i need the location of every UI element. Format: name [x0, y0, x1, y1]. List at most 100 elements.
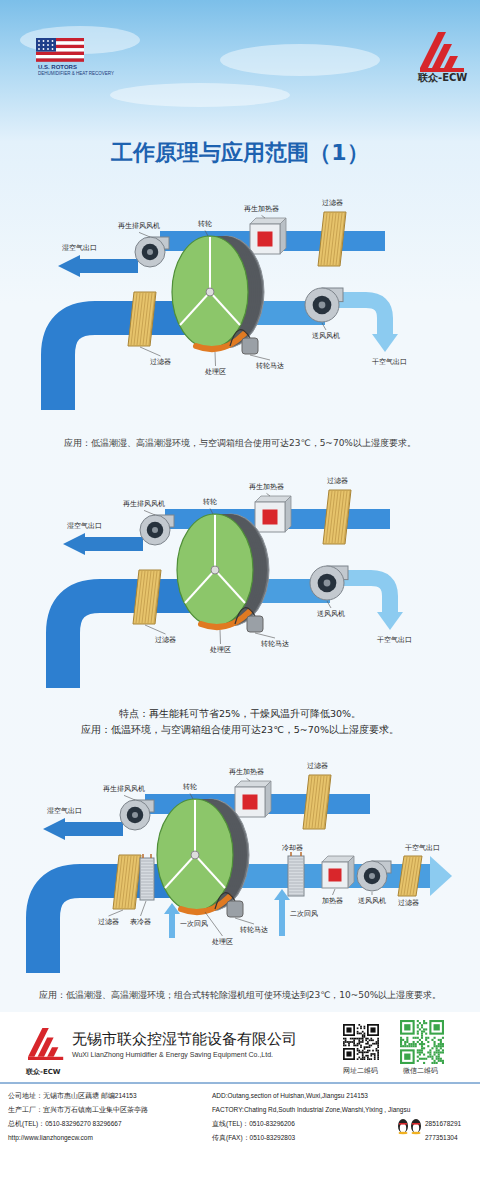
qr-module — [417, 1056, 419, 1058]
inlet-label: 二次回风 — [290, 910, 318, 918]
qr-module — [343, 1045, 345, 1047]
qr-module — [413, 1045, 415, 1047]
filter-frame — [318, 212, 346, 266]
qr-module — [442, 1062, 444, 1064]
qr-module — [421, 1035, 423, 1037]
process-zone-arc — [181, 897, 229, 912]
qr-module — [417, 1030, 419, 1032]
qr-module — [355, 1038, 357, 1040]
qr-module — [434, 1045, 436, 1047]
return-air-stem — [169, 914, 175, 938]
qr-module — [404, 1043, 406, 1045]
qr-module — [419, 1022, 421, 1024]
qr-module — [406, 1037, 408, 1039]
filter-pleat — [332, 491, 338, 543]
outlet-label: 干空气出口 — [372, 358, 407, 366]
qr-module — [419, 1051, 421, 1053]
filter-pleat — [321, 776, 327, 828]
fan-symbol — [357, 861, 391, 891]
filter-pleat — [137, 293, 143, 345]
qr-module — [365, 1055, 367, 1057]
coil-fin — [289, 862, 303, 863]
qr-module — [377, 1038, 379, 1040]
leader-line — [255, 633, 275, 638]
qr-module — [353, 1039, 355, 1041]
qr-module — [343, 1041, 345, 1043]
qr-module — [362, 1031, 364, 1033]
qr-module — [423, 1054, 425, 1056]
rotor-sector — [210, 292, 240, 325]
flag-star — [38, 48, 40, 50]
qr-module — [406, 1045, 408, 1047]
qr-module — [350, 1038, 352, 1040]
rotor-sector — [185, 570, 215, 603]
rotor-unit — [63, 490, 403, 688]
qr-module — [364, 1026, 366, 1028]
flag-canton — [36, 38, 56, 52]
coil-fin — [141, 888, 153, 889]
qr-module — [421, 1026, 423, 1028]
qr-module — [369, 1039, 371, 1041]
qr-module — [440, 1051, 442, 1053]
filter-panel — [128, 292, 156, 346]
qr-module — [434, 1054, 436, 1056]
qr-module — [364, 1034, 366, 1036]
return-air-stem — [279, 900, 285, 936]
qr-module — [421, 1058, 423, 1060]
qr-module — [369, 1045, 371, 1047]
flag-star — [47, 40, 49, 42]
filter-pleat — [136, 571, 142, 623]
qr-module — [364, 1051, 366, 1053]
qr-module — [408, 1045, 410, 1047]
qr-module — [419, 1054, 421, 1056]
qr-module — [419, 1043, 421, 1045]
heater-side — [280, 218, 286, 254]
qr-module — [369, 1058, 371, 1060]
leader-line — [333, 889, 336, 895]
dry-air-arrow — [338, 300, 385, 336]
rotor-wheel — [177, 514, 269, 627]
coil-fin — [289, 889, 303, 890]
leader-line — [145, 625, 166, 634]
fan-symbol — [305, 288, 343, 322]
rotor-motor — [242, 338, 258, 354]
heater-box — [322, 856, 354, 888]
qr-module — [431, 1039, 433, 1041]
leader-line — [141, 901, 147, 916]
filter-pleat — [149, 293, 155, 345]
qr-module — [436, 1047, 438, 1049]
qr-finder — [367, 1024, 379, 1036]
flag-stripe — [36, 55, 84, 58]
fan-hub — [369, 873, 375, 879]
qr-module — [358, 1039, 360, 1041]
part-label: 加热器 — [322, 897, 343, 905]
qr-module — [360, 1041, 362, 1043]
fan-housing — [140, 515, 170, 545]
page-title: 工作原理与应用范围（1） — [0, 140, 480, 166]
filter-panel — [133, 570, 161, 624]
rotor-sector — [214, 515, 216, 570]
qr-module — [360, 1038, 362, 1040]
coil-fin — [141, 873, 153, 874]
part-label: 转轮马达 — [240, 926, 268, 934]
coil-fin — [141, 882, 153, 883]
qr-module — [376, 1048, 378, 1050]
qr-module — [438, 1039, 440, 1041]
qr-module — [404, 1041, 406, 1043]
qr-module — [442, 1037, 444, 1039]
filter-pleat — [339, 213, 345, 265]
leader-line — [247, 778, 251, 781]
zone-label: 处理区 — [212, 938, 233, 946]
coil-frame — [140, 858, 154, 900]
qr-module — [438, 1060, 440, 1062]
rotor-sector — [195, 855, 225, 888]
qr-module — [400, 1045, 402, 1047]
qr-module — [440, 1060, 442, 1062]
part-label: 再生加热器 — [249, 483, 284, 491]
wet-air-arrow — [58, 255, 138, 277]
contact-line: http://www.lianzhongecw.com — [8, 1134, 93, 1142]
part-label: 过滤器 — [398, 899, 419, 907]
qr-module — [408, 1043, 410, 1045]
cloud — [220, 44, 380, 76]
